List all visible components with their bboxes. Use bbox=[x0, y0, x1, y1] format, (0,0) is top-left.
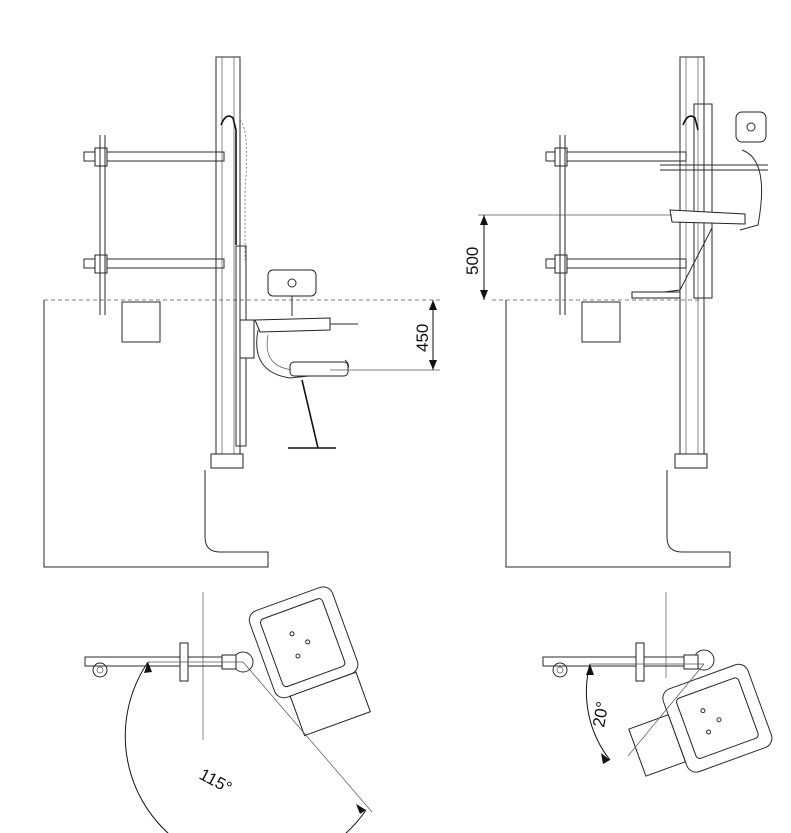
drain-box-right bbox=[581, 301, 621, 343]
seat-headrest bbox=[267, 269, 317, 297]
footrest-plan bbox=[628, 714, 686, 777]
plan-right: 20° bbox=[542, 592, 773, 777]
lift-hook-right bbox=[682, 115, 699, 131]
seat-raised bbox=[631, 111, 768, 299]
seat-leg bbox=[301, 379, 319, 449]
seat-pad bbox=[289, 361, 349, 377]
seat-cushion bbox=[259, 598, 346, 688]
bath-outline-left bbox=[43, 300, 269, 568]
bath-outline-right bbox=[505, 300, 731, 568]
armrest bbox=[254, 317, 331, 333]
angle-arc-115 bbox=[124, 661, 367, 833]
seat-pad-raised bbox=[669, 209, 746, 225]
plan-left: 115° bbox=[84, 586, 373, 833]
rail-bar-upper-left bbox=[83, 151, 225, 162]
angle-arc-20 bbox=[585, 663, 611, 761]
seat-arm-linkage bbox=[631, 227, 713, 297]
dimension-swing-angle: 115° bbox=[196, 765, 235, 798]
footrest-raised bbox=[631, 291, 681, 299]
lift-cable-left bbox=[239, 119, 248, 260]
seat-plan-left bbox=[248, 586, 371, 737]
rail-bar-lower-left bbox=[83, 258, 225, 269]
rail-bar-lower-right bbox=[545, 258, 687, 269]
plan-rail-left bbox=[84, 656, 236, 667]
elevation-left: 450 bbox=[43, 56, 440, 568]
seat-headrest bbox=[735, 111, 767, 143]
dimension-rotation-angle: 20° bbox=[589, 700, 612, 729]
rail-clamp bbox=[94, 254, 108, 274]
post-foot-right bbox=[674, 453, 708, 469]
drain-box-left bbox=[121, 301, 161, 343]
mount-plate bbox=[693, 103, 713, 299]
wall-post-right bbox=[679, 56, 705, 468]
seat-back-raised bbox=[739, 149, 763, 231]
footrest-plan bbox=[289, 671, 371, 737]
seat-plan-right bbox=[628, 663, 773, 777]
lift-hook-left bbox=[220, 115, 237, 245]
dimension-seat-height: 450 bbox=[413, 324, 432, 352]
elevation-right: 500 bbox=[463, 56, 768, 568]
rail-bar-upper-right bbox=[545, 151, 687, 162]
rail-clamp bbox=[94, 147, 108, 167]
seat-shell bbox=[256, 329, 349, 379]
post-foot-left bbox=[210, 453, 244, 469]
plan-rail-right bbox=[542, 656, 694, 667]
dimension-lift-travel: 500 bbox=[463, 247, 482, 275]
seat-lowered bbox=[254, 269, 358, 449]
